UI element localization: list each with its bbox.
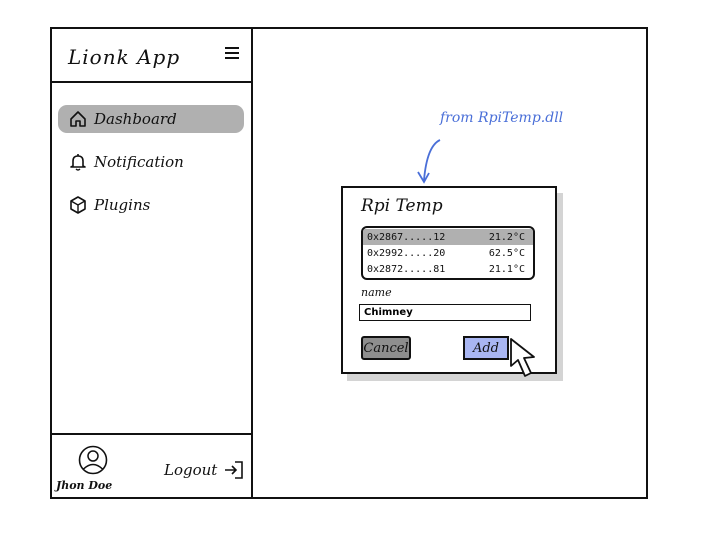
sidebar-item-label: Dashboard — [94, 110, 177, 128]
mouse-cursor-icon — [510, 338, 535, 377]
sidebar-nav: Dashboard Notification Plugins — [58, 105, 244, 234]
sensor-id: 0x2872.....81 — [367, 263, 446, 275]
cube-icon — [68, 195, 88, 215]
sensor-temp: 21.2°C — [488, 231, 525, 243]
sidebar-item-label: Notification — [94, 153, 184, 171]
sensor-id: 0x2992.....20 — [367, 247, 446, 259]
user-name: Jhon Doe — [56, 479, 113, 492]
dialog-title: Rpi Temp — [361, 196, 443, 216]
sensor-row[interactable]: 0x2867.....12 21.2°C — [363, 229, 533, 245]
sensor-temp: 21.1°C — [488, 263, 525, 275]
bell-icon — [68, 152, 88, 172]
sensor-row[interactable]: 0x2872.....81 21.1°C — [363, 261, 533, 277]
sensor-temp: 62.5°C — [488, 247, 525, 259]
app-title: Lionk App — [68, 45, 181, 69]
add-button[interactable]: Add — [463, 336, 509, 360]
app-window: Lionk App Dashboard Notification Plu — [50, 27, 648, 499]
sensor-id: 0x2867.....12 — [367, 231, 446, 243]
sidebar-item-dashboard[interactable]: Dashboard — [58, 105, 244, 133]
logout-label: Logout — [164, 461, 218, 479]
annotation-arrow-icon — [417, 139, 441, 184]
logout-button[interactable]: Logout — [164, 459, 245, 481]
sidebar-item-label: Plugins — [94, 196, 151, 214]
home-icon — [68, 109, 88, 129]
sidebar-item-plugins[interactable]: Plugins — [58, 191, 244, 219]
sidebar: Lionk App Dashboard Notification Plu — [52, 29, 253, 497]
user-avatar-icon[interactable] — [78, 445, 108, 475]
sensor-list[interactable]: 0x2867.....12 21.2°C 0x2992.....20 62.5°… — [361, 226, 535, 280]
sidebar-footer: Jhon Doe Logout — [52, 433, 251, 497]
sensor-row[interactable]: 0x2992.....20 62.5°C — [363, 245, 533, 261]
logout-icon — [225, 461, 244, 479]
hamburger-menu-icon[interactable] — [225, 47, 239, 59]
rpi-temp-dialog: Rpi Temp 0x2867.....12 21.2°C 0x2992....… — [341, 186, 557, 374]
cancel-button[interactable]: Cancel — [361, 336, 411, 360]
app-header: Lionk App — [52, 29, 251, 83]
name-field[interactable] — [359, 304, 531, 321]
plugin-source-annotation: from RpiTemp.dll — [440, 110, 564, 126]
name-field-label: name — [361, 286, 392, 299]
sidebar-item-notification[interactable]: Notification — [58, 148, 244, 176]
